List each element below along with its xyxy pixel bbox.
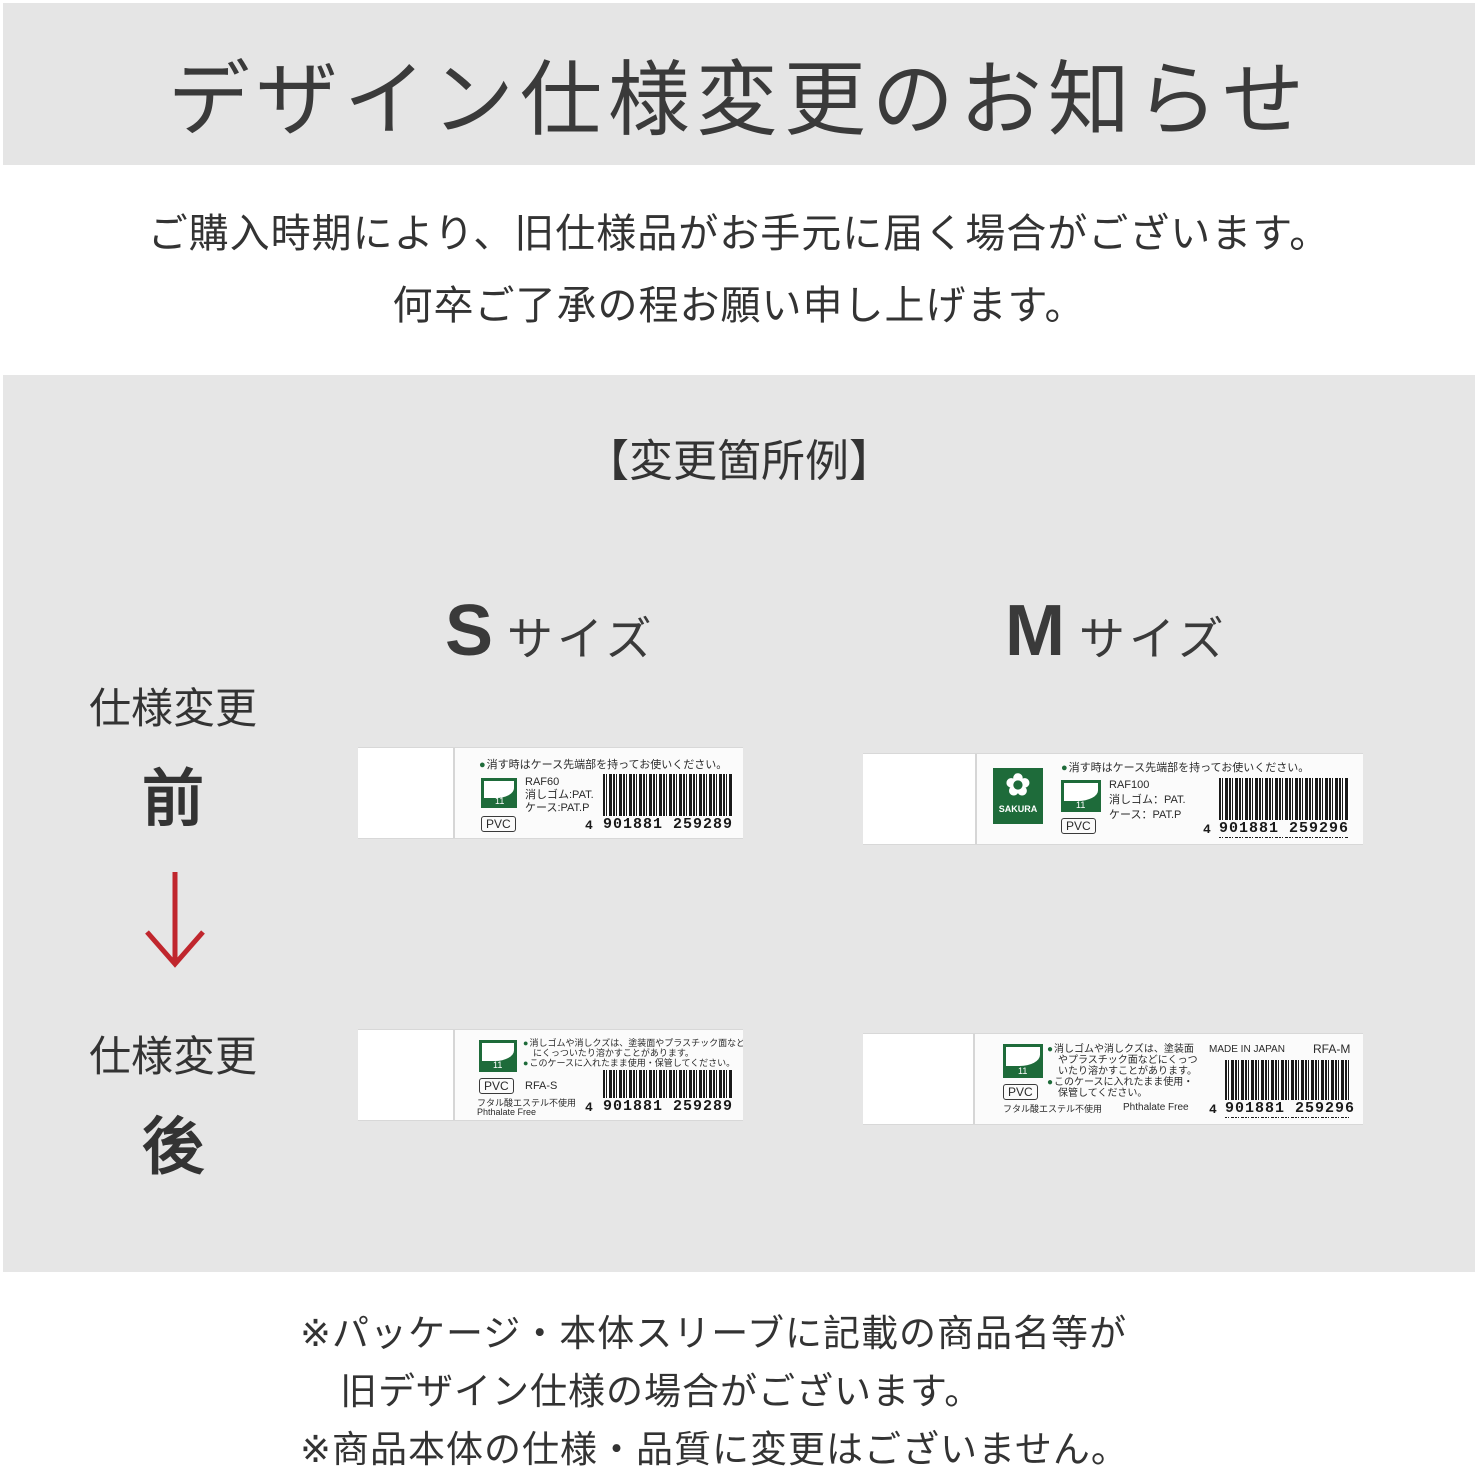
made-in-label: MADE IN JAPAN	[1209, 1044, 1285, 1055]
safety-mark-number: 11	[493, 1060, 503, 1070]
safety-mark-icon: 11	[1003, 1044, 1043, 1078]
eraser-s-after: 11 PVC RFA-S 消しゴムや消しクズは、塗装面やプラスチック面など にく…	[358, 1029, 743, 1121]
size-label-m: サイズ	[1078, 612, 1228, 666]
size-letter-m: M	[1005, 591, 1065, 671]
safety-mark-icon: 11	[1061, 780, 1101, 812]
eraser-tip	[358, 754, 458, 832]
barcode-number: 901881 259289	[603, 816, 734, 833]
footnote: ※パッケージ・本体スリーブに記載の商品名等が 旧デザイン仕様の場合がございます。…	[300, 1305, 1300, 1466]
phthalate-free-en: Phthalate Free	[477, 1107, 537, 1117]
patent-eraser: 消しゴム：PAT.	[1109, 794, 1186, 806]
patent-eraser: 消しゴム:PAT.	[525, 789, 594, 801]
patent-case: ケース：PAT.P	[1109, 809, 1182, 821]
footnote-line-3: ※商品本体の仕様・品質に変更はございません。	[300, 1428, 1129, 1466]
intro-line-2: 何卒ご了承の程お願い申し上げます。	[392, 283, 1086, 329]
eraser-sleeve: ✿ SAKURA 消す時はケース先端部を持ってお使いください。 11 PVC R…	[975, 754, 1363, 844]
down-arrow-icon	[145, 872, 205, 968]
eraser-s-before: 消す時はケース先端部を持ってお使いください。 11 PVC RAF60 消しゴム…	[358, 747, 743, 839]
eraser-tip	[863, 760, 968, 838]
row-before-line1: 仕様変更	[88, 684, 257, 733]
barcode-number: 901881 259296	[1219, 820, 1350, 837]
size-label-s: サイズ	[507, 612, 656, 666]
intro-text: ご購入時期により、旧仕様品がお手元に届く場合がございます。 何卒ご了承の程お願い…	[0, 198, 1478, 342]
sleeve-note-1: 消しゴムや消しクズは、塗装面やプラスチック面など	[523, 1038, 743, 1048]
model-number: RFA-S	[525, 1080, 558, 1092]
pvc-badge: PVC	[1061, 818, 1096, 834]
phthalate-free-jp: フタル酸エステル不使用	[477, 1098, 577, 1108]
row-after-line1: 仕様変更	[88, 1032, 257, 1081]
sakura-brand: SAKURA	[998, 804, 1038, 814]
patent-case: ケース:PAT.P	[525, 802, 590, 814]
column-header-s: S サイズ	[445, 590, 656, 671]
title-banner: デザイン仕様変更のお知らせ	[3, 3, 1475, 165]
barcode-lead-digit: 4	[1209, 1102, 1217, 1117]
eraser-sleeve: 消す時はケース先端部を持ってお使いください。 11 PVC RAF60 消しゴム…	[453, 748, 743, 838]
sleeve-note-2: このケースに入れたまま使用・保管してください。	[523, 1058, 735, 1068]
pvc-badge: PVC	[1003, 1084, 1038, 1100]
model-number: RAF60	[525, 776, 560, 788]
row-label-before: 仕様変更 前	[73, 675, 273, 838]
sleeve-note-1b: にくっついたり溶かすことがあります。	[533, 1048, 694, 1058]
sakura-logo: ✿ SAKURA	[993, 768, 1043, 824]
sleeve-note: 消す時はケース先端部を持ってお使いください。	[479, 759, 728, 771]
eraser-m-after: 11 PVC フタル酸エステル不使用 Phthalate Free 消しゴムや消…	[863, 1033, 1363, 1125]
sleeve-note-1c: いたり溶かすことがあります。	[1058, 1066, 1197, 1077]
row-before-line2: 前	[141, 762, 204, 835]
sleeve-note: 消す時はケース先端部を持ってお使いください。	[1061, 762, 1310, 774]
model-number: RFA-M	[1313, 1042, 1351, 1056]
eraser-sleeve: 11 PVC フタル酸エステル不使用 Phthalate Free 消しゴムや消…	[973, 1034, 1363, 1124]
eraser-sleeve: 11 PVC RFA-S 消しゴムや消しクズは、塗装面やプラスチック面など にく…	[453, 1030, 743, 1120]
safety-mark-icon: 11	[479, 1040, 517, 1072]
intro-line-1: ご購入時期により、旧仕様品がお手元に届く場合がございます。	[147, 211, 1331, 257]
footnote-line-1: ※パッケージ・本体スリーブに記載の商品名等が	[300, 1312, 1128, 1355]
page-title: デザイン仕様変更のお知らせ	[167, 53, 1311, 148]
safety-mark-icon: 11	[481, 778, 517, 808]
sleeve-note-2: このケースに入れたまま使用・	[1047, 1077, 1193, 1088]
footnote-line-2: 旧デザイン仕様の場合がございます。	[340, 1370, 983, 1413]
eraser-m-before: ✿ SAKURA 消す時はケース先端部を持ってお使いください。 11 PVC R…	[863, 753, 1363, 845]
model-number: RAF100	[1109, 779, 1150, 791]
pvc-badge: PVC	[479, 1078, 514, 1094]
barcode-number: 901881 259296	[1225, 1100, 1356, 1117]
sleeve-note-2b: 保管してください。	[1058, 1088, 1148, 1099]
sleeve-note-1b: やプラスチック面などにくっつ	[1058, 1055, 1198, 1066]
barcode-number: 901881 259289	[603, 1098, 734, 1115]
column-header-m: M サイズ	[1005, 590, 1228, 671]
safety-mark-number: 11	[495, 796, 505, 806]
barcode-lead-digit: 4	[585, 1100, 593, 1115]
sleeve-note-1: 消しゴムや消しクズは、塗装面	[1047, 1044, 1194, 1055]
row-after-line2: 後	[141, 1110, 204, 1183]
size-letter-s: S	[445, 591, 494, 671]
panel-heading: 【変更箇所例】	[585, 436, 893, 487]
safety-mark-number: 11	[1076, 800, 1086, 810]
row-label-after: 仕様変更 後	[73, 1023, 273, 1186]
phthalate-free-jp: フタル酸エステル不使用	[1003, 1104, 1103, 1114]
pvc-badge: PVC	[481, 816, 516, 832]
sakura-flower-icon: ✿	[1005, 769, 1031, 802]
barcode-lead-digit: 4	[1203, 822, 1211, 837]
comparison-panel: 【変更箇所例】 S サイズ M サイズ 仕様変更 前 仕様変更 後 消す時はケー…	[3, 375, 1475, 1272]
safety-mark-number: 11	[1018, 1066, 1028, 1076]
eraser-tip	[358, 1036, 458, 1114]
eraser-tip	[863, 1040, 968, 1118]
barcode-lead-digit: 4	[585, 818, 593, 833]
phthalate-free-en: Phthalate Free	[1123, 1102, 1189, 1113]
